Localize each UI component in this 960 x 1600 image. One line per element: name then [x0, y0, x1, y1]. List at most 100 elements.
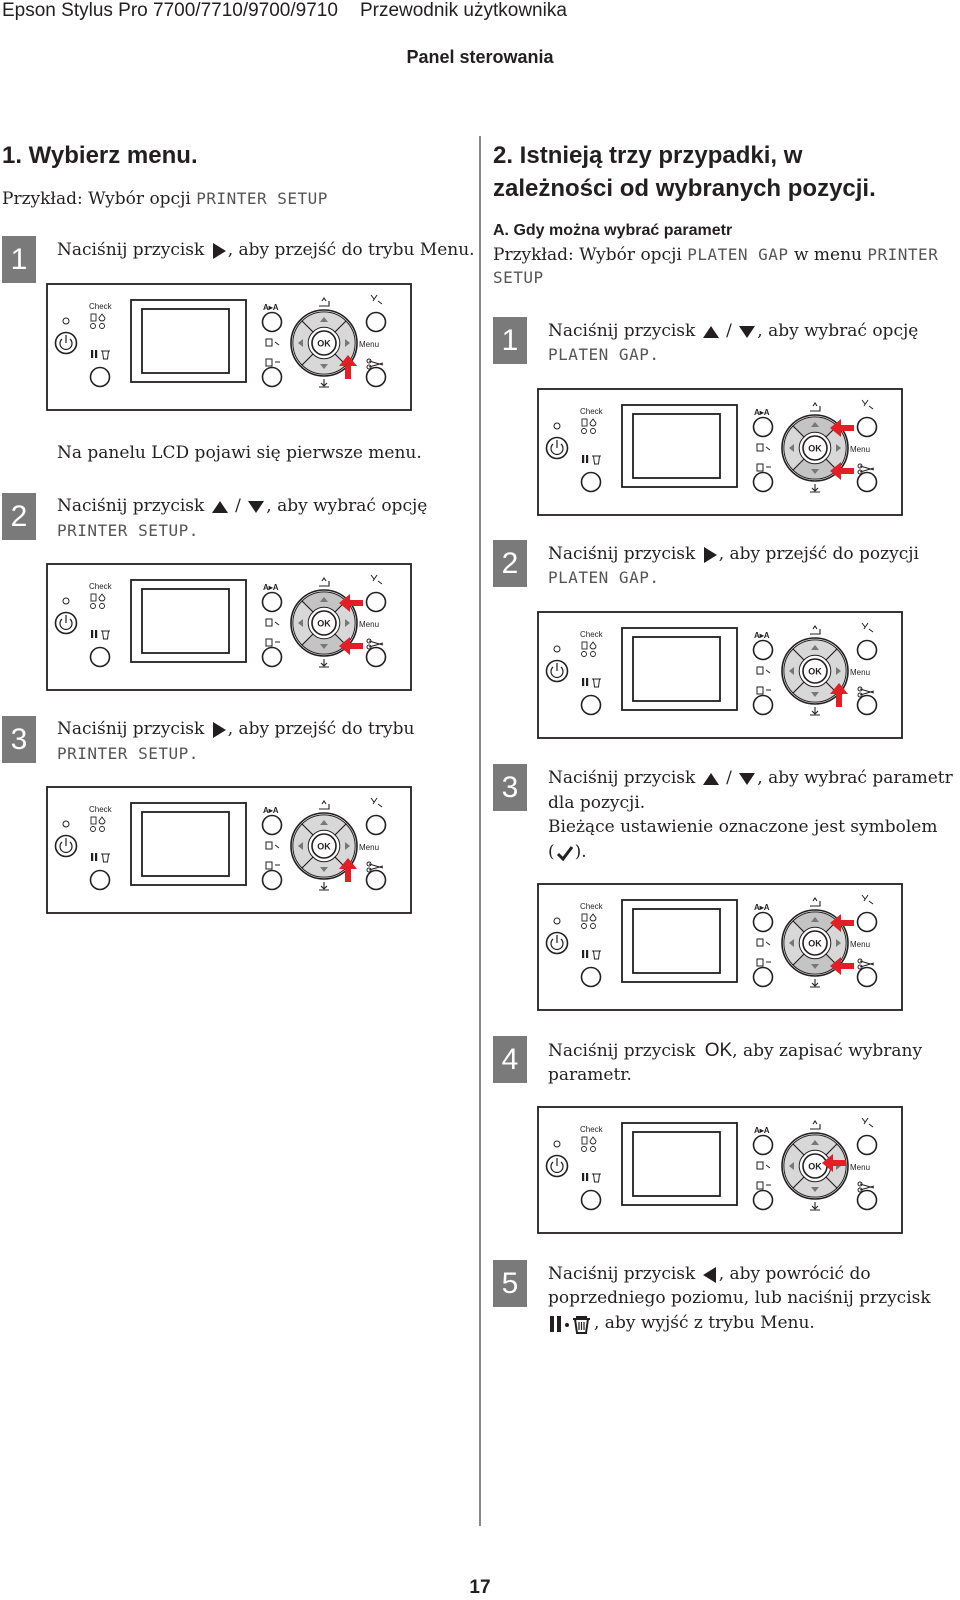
power-icon — [550, 935, 564, 950]
paper-feed-button — [261, 366, 283, 388]
ok-button — [802, 930, 828, 956]
up-arrow-icon — [211, 500, 228, 513]
trash-icon — [101, 350, 110, 360]
ok-glyph: OK — [704, 1040, 733, 1061]
feed-down-icon — [319, 379, 329, 388]
check-label: Check — [89, 805, 113, 814]
paper-source-button — [752, 639, 774, 661]
roll-icon — [756, 443, 771, 452]
pause-icon — [91, 853, 94, 861]
trash-icon — [101, 853, 110, 863]
right-example-cont: SETUP — [493, 268, 544, 287]
aa-label: A▸A — [263, 303, 279, 312]
cut-sheet-icon — [861, 399, 874, 410]
paper-led — [90, 313, 97, 322]
right-step3-line3: Bieżące ustawienie oznaczone jest symbol… — [548, 817, 938, 837]
paper-led — [581, 418, 588, 427]
right-step1-text: Naciśnij przycisk / , aby wybrać opcję — [548, 319, 918, 344]
eject-icon — [319, 800, 330, 810]
red-pointer-arrow — [822, 1154, 846, 1172]
eject-icon — [319, 577, 330, 587]
eject-icon — [810, 1120, 821, 1130]
paper-led — [581, 1136, 588, 1145]
lcd-screen — [632, 413, 721, 479]
step-text-pre: Naciśnij przycisk — [57, 240, 205, 260]
step-number-2: 2 — [493, 540, 527, 587]
down-arrow-icon — [739, 325, 756, 338]
right-step4-line2: parametr. — [548, 1065, 632, 1085]
example-prefix: Przykład: Wybór opcji — [493, 245, 682, 265]
right-step3-line2: dla pozycji. — [548, 793, 646, 813]
menu-label: Menu — [359, 340, 379, 349]
right-step3-line4: (). — [548, 840, 587, 865]
step-text-pre: Naciśnij przycisk — [548, 1264, 696, 1284]
check-label: Check — [89, 302, 113, 311]
power-led — [62, 597, 70, 605]
power-icon — [59, 335, 73, 350]
eject-icon — [810, 625, 821, 635]
paper-feed-button — [261, 646, 283, 668]
roll-icon — [265, 338, 280, 347]
cut-button — [856, 471, 878, 493]
up-arrow-icon — [702, 325, 719, 338]
led-dot — [590, 923, 596, 929]
step-text-pre: Naciśnij przycisk — [548, 768, 696, 788]
step-text-post: , aby wybrać opcję — [757, 321, 919, 341]
menu-label: Menu — [850, 445, 870, 454]
cut-sheet-icon — [370, 797, 383, 808]
paren-open: ( — [548, 842, 555, 862]
right-arrow-icon — [212, 242, 226, 259]
cut-sheet-icon — [861, 1117, 874, 1128]
maintenance-button — [856, 416, 878, 438]
paper-led — [581, 641, 588, 650]
menu-label: Menu — [850, 940, 870, 949]
paper-feed-icon — [756, 1181, 771, 1190]
eject-icon — [319, 297, 330, 307]
left-step3-mono: PRINTER SETUP. — [57, 744, 199, 763]
roll-icon — [756, 666, 771, 675]
red-pointer-arrow — [339, 594, 363, 612]
red-pointer-arrow — [830, 683, 848, 707]
paper-led — [90, 816, 97, 825]
pause-button — [580, 694, 602, 716]
section-title: Panel sterowania — [406, 47, 554, 67]
pause-icon — [91, 630, 94, 638]
left-step1-text: Naciśnij przycisk , aby przejść do trybu… — [57, 238, 475, 263]
page-number: 17 — [469, 1577, 491, 1598]
paper-feed-button — [752, 694, 774, 716]
paper-source-button — [261, 591, 283, 613]
column-divider — [479, 136, 481, 1526]
power-led — [62, 820, 70, 828]
trash-icon — [592, 455, 601, 465]
down-arrow-icon — [739, 772, 756, 785]
ink-led — [589, 913, 597, 922]
led-dot — [590, 1146, 596, 1152]
ok-label: OK — [808, 939, 822, 949]
step-number-2: 2 — [2, 493, 36, 540]
left-arrow-icon — [702, 1266, 716, 1283]
paren-close: ). — [574, 842, 587, 862]
roll-icon — [265, 841, 280, 850]
power-led — [553, 645, 561, 653]
pause-icon — [582, 678, 585, 686]
eject-icon — [810, 402, 821, 412]
led-dot — [590, 428, 596, 434]
ink-led — [589, 418, 597, 427]
menu-label: Menu — [359, 620, 379, 629]
pause-button — [89, 366, 111, 388]
red-pointer-arrow — [830, 957, 854, 975]
ok-label: OK — [808, 1162, 822, 1172]
eject-icon — [810, 897, 821, 907]
maintenance-button — [856, 911, 878, 933]
step-number-1: 1 — [493, 317, 527, 364]
power-icon — [59, 838, 73, 853]
step-text-post: , aby przejść do pozycji — [718, 544, 919, 564]
led-dot — [581, 923, 587, 929]
cut-sheet-icon — [861, 894, 874, 905]
led-dot — [581, 651, 587, 657]
step-text-post: , aby powrócić do — [718, 1264, 871, 1284]
